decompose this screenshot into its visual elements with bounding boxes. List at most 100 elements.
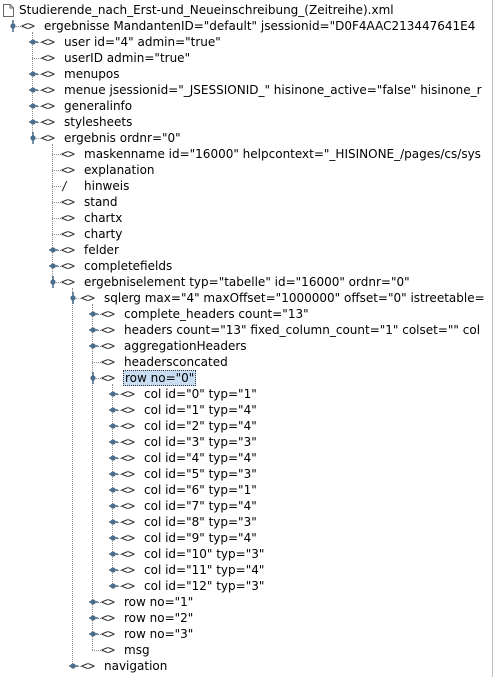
collapsed-handle-icon[interactable] [88, 306, 100, 322]
expanded-handle-icon[interactable] [48, 274, 60, 290]
xml-element-icon: <> [101, 339, 115, 353]
collapsed-handle-icon[interactable] [108, 482, 120, 498]
expanded-handle-icon[interactable] [28, 130, 40, 146]
tree-node-label: menupos [64, 67, 120, 81]
xml-element-icon: <> [101, 595, 115, 609]
tree-node-row[interactable]: <>user id="4" admin="true" [0, 34, 492, 50]
collapsed-handle-icon[interactable] [28, 114, 40, 130]
tree-node-row[interactable]: <>stand [0, 194, 492, 210]
expanded-handle-icon[interactable] [8, 18, 20, 34]
tree-node-label: sqlerg max="4" maxOffset="1000000" offse… [104, 291, 485, 305]
tree-node-row[interactable]: <>userID admin="true" [0, 50, 492, 66]
tree-node-row[interactable]: <>menupos [0, 66, 492, 82]
tree-node-row[interactable]: <>ergebnis ordnr="0" [0, 130, 492, 146]
tree-node-row[interactable]: <>headersconcated [0, 354, 492, 370]
xml-element-icon: <> [61, 211, 75, 225]
tree-node-row[interactable]: <>charty [0, 226, 492, 242]
tree-node-row[interactable]: <>aggregationHeaders [0, 338, 492, 354]
collapsed-handle-icon[interactable] [48, 242, 60, 258]
tree-node-row[interactable]: <>navigation [0, 658, 492, 674]
tree-node-row[interactable]: <>col id="10" typ="3" [0, 546, 492, 562]
collapsed-handle-icon[interactable] [88, 338, 100, 354]
xml-element-icon: <> [41, 115, 55, 129]
tree-node-row[interactable]: <> stylesheets [0, 114, 492, 130]
collapsed-handle-icon[interactable] [108, 514, 120, 530]
tree-node-label: felder [84, 243, 119, 257]
collapsed-handle-icon[interactable] [68, 658, 80, 674]
collapsed-handle-icon[interactable] [108, 562, 120, 578]
tree-node-label: maskenname id="16000" helpcontext="_HISI… [84, 147, 481, 161]
tree-node-row[interactable]: <>generalinfo [0, 98, 492, 114]
tree-node-label: ergebniselement typ="tabelle" id="16000"… [84, 275, 410, 289]
tree-node-row[interactable]: <>ergebniselement typ="tabelle" id="1600… [0, 274, 492, 290]
collapsed-handle-icon[interactable] [108, 546, 120, 562]
tree-connector-line [52, 282, 61, 283]
tree-root-row[interactable]: Studierende_nach_Erst-und_Neueinschreibu… [0, 2, 492, 18]
tree-node-row[interactable]: <>complete_headers count="13" [0, 306, 492, 322]
tree-node-row[interactable]: <>col id="11" typ="4" [0, 562, 492, 578]
tree-node-row[interactable]: <>explanation [0, 162, 492, 178]
collapsed-handle-icon[interactable] [108, 386, 120, 402]
collapsed-handle-icon[interactable] [28, 82, 40, 98]
xml-element-icon: <> [121, 387, 135, 401]
tree-node-row[interactable]: <>felder [0, 242, 492, 258]
tree-connector-line [72, 288, 73, 666]
tree-node-row[interactable]: <>row no="0" [0, 370, 492, 386]
collapsed-handle-icon[interactable] [108, 434, 120, 450]
tree-node-row[interactable]: <>row no="3" [0, 626, 492, 642]
tree-node-label: menue jsessionid="_JSESSIONID_" hisinone… [64, 83, 482, 97]
collapsed-handle-icon[interactable] [108, 402, 120, 418]
expanded-handle-icon[interactable] [88, 370, 100, 386]
collapsed-handle-icon[interactable] [108, 450, 120, 466]
tree-node-row[interactable]: <>col id="0" typ="1" [0, 386, 492, 402]
collapsed-handle-icon[interactable] [108, 466, 120, 482]
expanded-handle-icon[interactable] [68, 290, 80, 306]
tree-node-row[interactable]: <>col id="1" typ="4" [0, 402, 492, 418]
xml-element-icon: <> [61, 147, 75, 161]
collapsed-handle-icon[interactable] [48, 258, 60, 274]
tree-node-row[interactable]: <> maskenname id="16000" helpcontext="_HI… [0, 146, 492, 162]
xml-element-icon: <> [101, 355, 115, 369]
collapsed-handle-icon[interactable] [88, 626, 100, 642]
xml-element-icon: <> [121, 419, 135, 433]
xml-element-icon: <> [61, 195, 75, 209]
tree-node-row[interactable]: <>sqlerg max="4" maxOffset="1000000" off… [0, 290, 492, 306]
collapsed-handle-icon[interactable] [28, 98, 40, 114]
tree-node-row[interactable]: <>col id="3" typ="3" [0, 434, 492, 450]
collapsed-handle-icon[interactable] [88, 594, 100, 610]
collapsed-handle-icon[interactable] [28, 66, 40, 82]
tree-node-row[interactable]: <>msg [0, 642, 492, 658]
tree-node-row[interactable]: <>col id="6" typ="1" [0, 482, 492, 498]
tree-node-row[interactable]: <>col id="9" typ="4" [0, 530, 492, 546]
tree-node-row[interactable]: <>completefields [0, 258, 492, 274]
collapsed-handle-icon[interactable] [108, 418, 120, 434]
tree-node-row[interactable]: <>headers count="13" fixed_column_count=… [0, 322, 492, 338]
tree-node-row[interactable]: <> row no="1" [0, 594, 492, 610]
xml-text-icon: / [61, 179, 68, 193]
tree-node-row[interactable]: <>menue jsessionid="_JSESSIONID_" hisino… [0, 82, 492, 98]
tree-node-label: row no="1" [124, 595, 194, 609]
tree-node-label: stylesheets [64, 115, 133, 129]
tree-connector-line [92, 304, 93, 650]
tree-node-row[interactable]: <>ergebnisse MandantenID="default" jsess… [0, 18, 492, 34]
tree-node-row[interactable]: /hinweis [0, 178, 492, 194]
tree-node-row[interactable]: <>col id="7" typ="4" [0, 498, 492, 514]
collapsed-handle-icon[interactable] [108, 530, 120, 546]
tree-node-row[interactable]: <>col id="8" typ="3" [0, 514, 492, 530]
tree-node-row[interactable]: <>col id="5" typ="3" [0, 466, 492, 482]
tree-node-row[interactable]: <>col id="4" typ="4" [0, 450, 492, 466]
tree-node-row[interactable]: <>col id="12" typ="3" [0, 578, 492, 594]
tree-node-row[interactable]: <>row no="2" [0, 610, 492, 626]
collapsed-handle-icon[interactable] [28, 34, 40, 50]
tree-node-row[interactable]: <>chartx [0, 210, 492, 226]
collapsed-handle-icon[interactable] [88, 610, 100, 626]
tree-node-label: row no="2" [124, 611, 194, 625]
tree-node-row[interactable]: <>col id="2" typ="4" [0, 418, 492, 434]
collapsed-handle-icon[interactable] [108, 498, 120, 514]
collapsed-handle-icon[interactable] [88, 322, 100, 338]
tree-node-label: col id="6" typ="1" [144, 483, 257, 497]
collapsed-handle-icon[interactable] [108, 578, 120, 594]
xml-element-icon: <> [101, 371, 115, 385]
xml-element-icon: <> [121, 499, 135, 513]
